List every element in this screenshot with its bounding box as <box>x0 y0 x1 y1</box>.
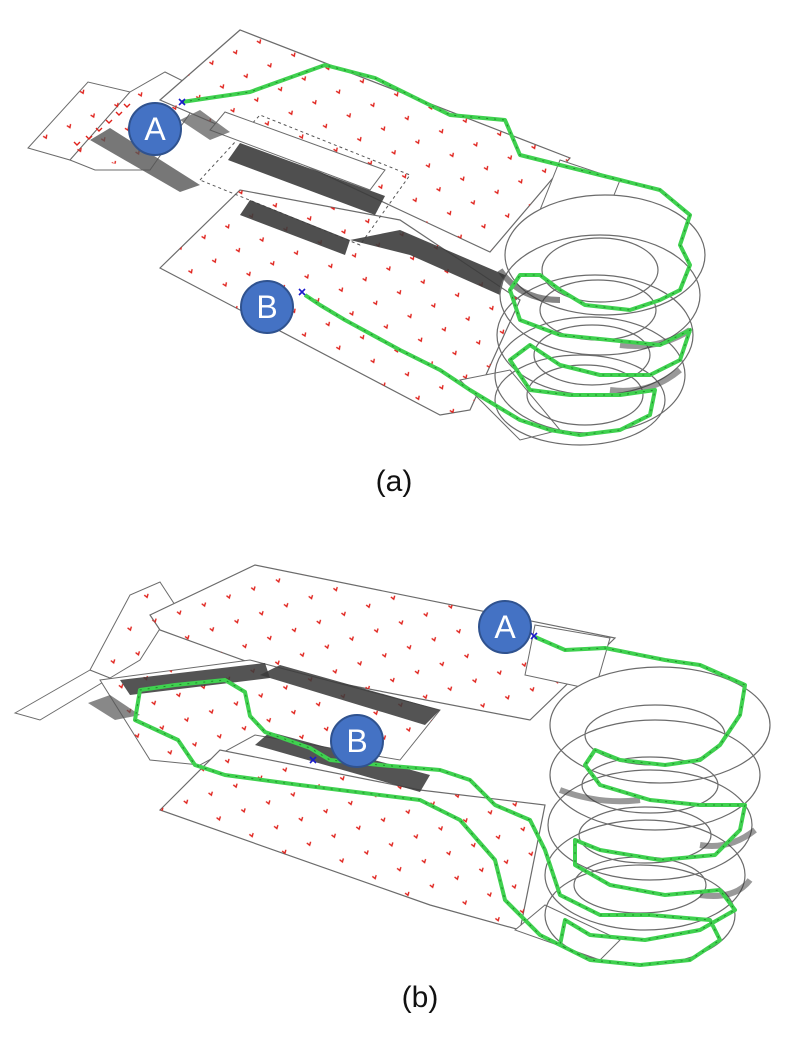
end-marker-b: B <box>330 714 384 768</box>
start-marker-label: A <box>494 608 516 645</box>
shadow-strips <box>90 110 505 295</box>
endpoints-b <box>309 632 538 764</box>
end-marker-label: B <box>256 288 278 325</box>
start-marker-a: A <box>128 102 182 156</box>
end-marker-label: B <box>346 722 368 759</box>
panel-caption-a: (a) <box>375 465 413 498</box>
shortest-path-a <box>181 63 692 437</box>
endpoints-a <box>178 98 306 296</box>
bottom-sheet <box>158 749 546 931</box>
top-sheet <box>149 564 617 721</box>
shortest-path-b <box>133 635 747 967</box>
panel-a: A B (a) <box>0 0 791 520</box>
inner-flap <box>199 111 411 246</box>
surface-model-b <box>13 564 771 967</box>
start-marker-b: A <box>478 600 532 654</box>
panel-b: A B (b) <box>0 520 791 1042</box>
panel-caption-b: (b) <box>401 981 439 1014</box>
left-tabs <box>13 581 176 721</box>
start-marker-label: A <box>144 110 166 147</box>
surface-model-a <box>27 29 706 446</box>
end-marker-a: B <box>240 280 294 334</box>
